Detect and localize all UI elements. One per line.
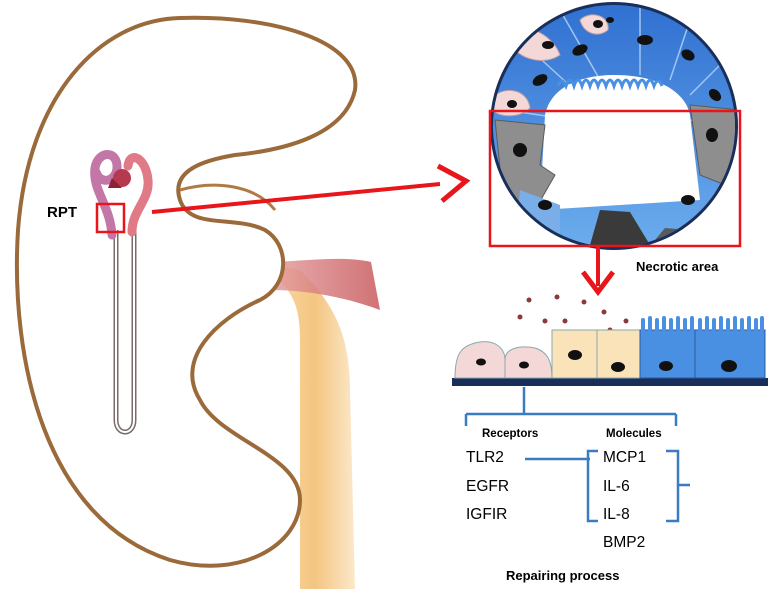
nephron bbox=[90, 150, 153, 435]
necrotic-area-label: Necrotic area bbox=[636, 259, 719, 274]
receptor-item: IGFIR bbox=[466, 506, 508, 523]
rpt-label: RPT bbox=[47, 204, 77, 221]
proximal-tubule bbox=[90, 150, 122, 240]
receptors-header: Receptors bbox=[482, 428, 539, 440]
molecule-item: IL-8 bbox=[603, 506, 630, 523]
necrotic-area-box bbox=[488, 109, 742, 248]
ureter bbox=[255, 262, 355, 589]
molecule-item: MCP1 bbox=[603, 449, 647, 466]
molecules-header: Molecules bbox=[606, 428, 662, 440]
rpt-box bbox=[95, 202, 126, 234]
basement-membrane bbox=[452, 378, 768, 386]
epithelium-strip bbox=[452, 316, 768, 386]
molecule-item: BMP2 bbox=[603, 534, 646, 551]
kidney-inner-curve bbox=[179, 183, 277, 211]
glomerulus bbox=[113, 169, 131, 187]
kidney bbox=[14, 15, 380, 589]
receptor-item: EGFR bbox=[466, 478, 510, 495]
tubule-cross-section bbox=[490, 2, 738, 250]
renal-vessel bbox=[265, 258, 380, 310]
arrow-to-tubule bbox=[151, 163, 471, 214]
bracket-links bbox=[525, 449, 690, 523]
repairing-process-label: Repairing process bbox=[506, 568, 620, 583]
molecule-item: IL-6 bbox=[603, 478, 630, 495]
arrow-down bbox=[581, 246, 615, 297]
bracket-top bbox=[464, 387, 678, 426]
receptor-item: TLR2 bbox=[466, 449, 504, 466]
